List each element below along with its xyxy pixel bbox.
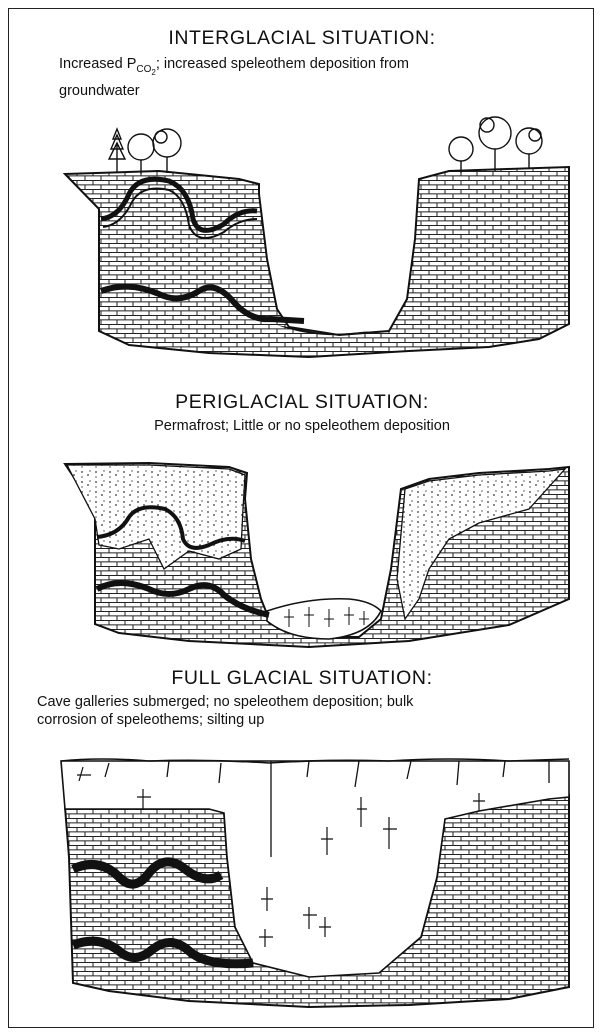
interglacial-title: INTERGLACIAL SITUATION: — [9, 27, 595, 50]
limestone-bedrock — [65, 167, 569, 357]
full-glacial-title: FULL GLACIAL SITUATION: — [9, 667, 595, 690]
full-glacial-caption: Cave galleries submerged; no speleothem … — [37, 693, 413, 729]
full-glacial-diagram — [9, 737, 595, 1027]
permafrost-zone-left — [67, 465, 245, 569]
periglacial-title: PERIGLACIAL SITUATION: — [9, 391, 595, 414]
tree-icon-right — [449, 117, 542, 173]
periglacial-diagram — [9, 449, 595, 649]
interglacial-diagram — [9, 99, 595, 379]
figure-frame: INTERGLACIAL SITUATION: Increased PCO2; … — [8, 8, 594, 1028]
periglacial-caption: Permafrost; Little or no speleothem depo… — [9, 417, 595, 435]
tree-icon — [109, 129, 181, 174]
interglacial-caption: Increased PCO2; increased speleothem dep… — [59, 55, 409, 100]
